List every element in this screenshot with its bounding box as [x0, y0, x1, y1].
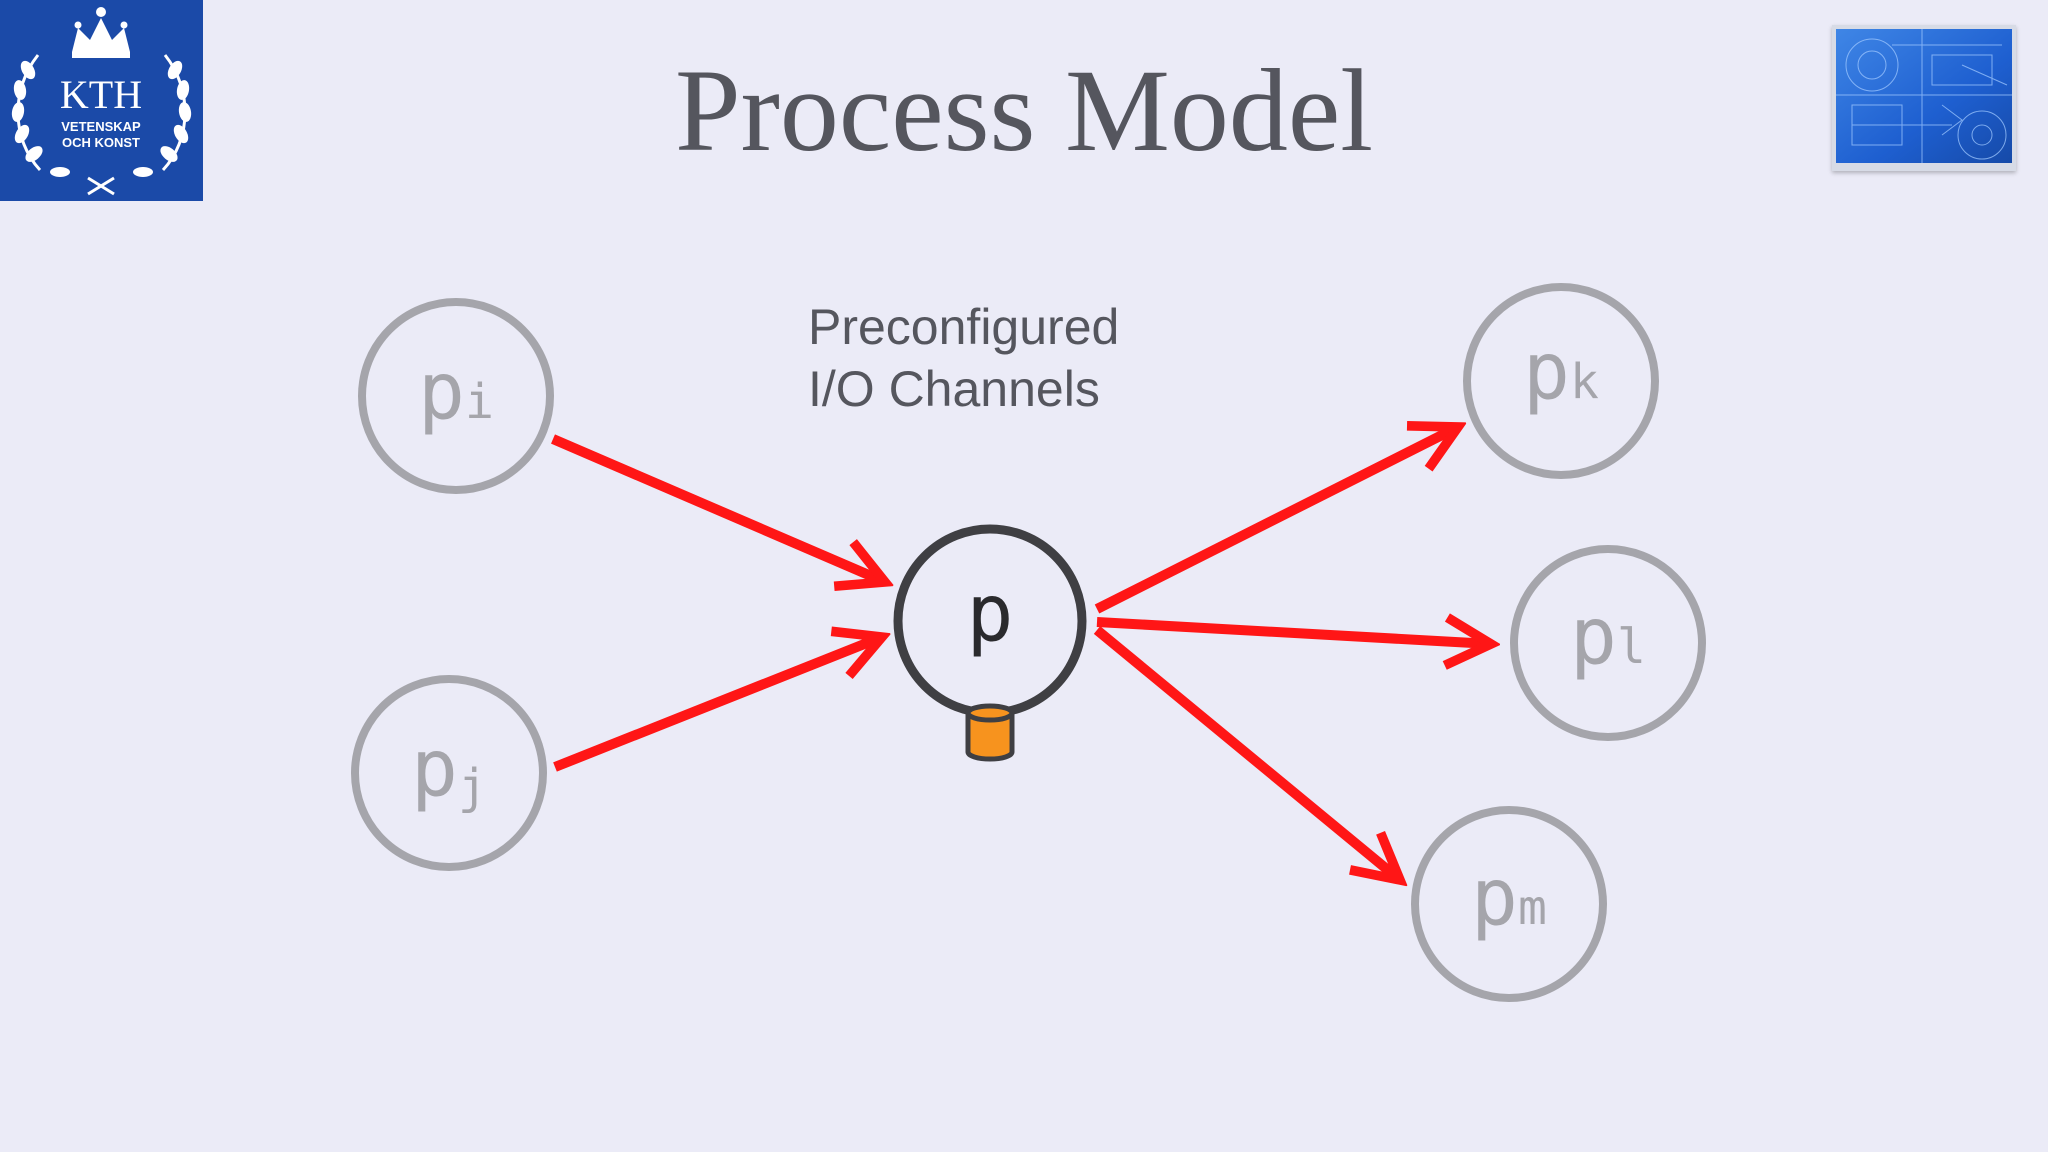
node-pj	[351, 675, 547, 871]
kth-logo-emblem: KTH VETENSKAP OCH KONST	[11, 7, 192, 196]
logo-name: KTH	[60, 72, 142, 117]
node-pk-label: pk	[1523, 327, 1599, 417]
node-pi-label: pi	[418, 347, 494, 437]
io-channels-label: Preconfigured I/O Channels	[808, 296, 1119, 420]
io-channels-label-line2: I/O Channels	[808, 361, 1100, 417]
arrow-p-to-pl	[1096, 622, 1491, 644]
arrow-p-to-pm	[1093, 626, 1400, 880]
logo-line1: VETENSKAP	[61, 119, 141, 134]
node-pk	[1463, 283, 1659, 479]
blueprint-image	[1832, 25, 2016, 171]
node-pm	[1411, 806, 1607, 1002]
arrow-p-to-pk	[1094, 427, 1458, 614]
io-channels-label-line1: Preconfigured	[808, 299, 1120, 355]
io-channel-icon	[965, 703, 1015, 762]
blueprint-graphic	[1836, 29, 2012, 163]
arrow-pj-to-p	[553, 637, 882, 772]
node-pm-label: pm	[1471, 853, 1547, 943]
arrow-pi-to-p	[551, 434, 885, 582]
node-p-label: p	[967, 569, 1014, 659]
node-pl-label: pl	[1570, 592, 1646, 682]
logo-line2: OCH KONST	[62, 135, 140, 150]
kth-logo: KTH VETENSKAP OCH KONST	[0, 0, 203, 201]
node-pi	[358, 298, 554, 494]
slide-title: Process Model	[674, 45, 1374, 176]
node-pl	[1510, 545, 1706, 741]
node-pj-label: pj	[411, 724, 487, 815]
